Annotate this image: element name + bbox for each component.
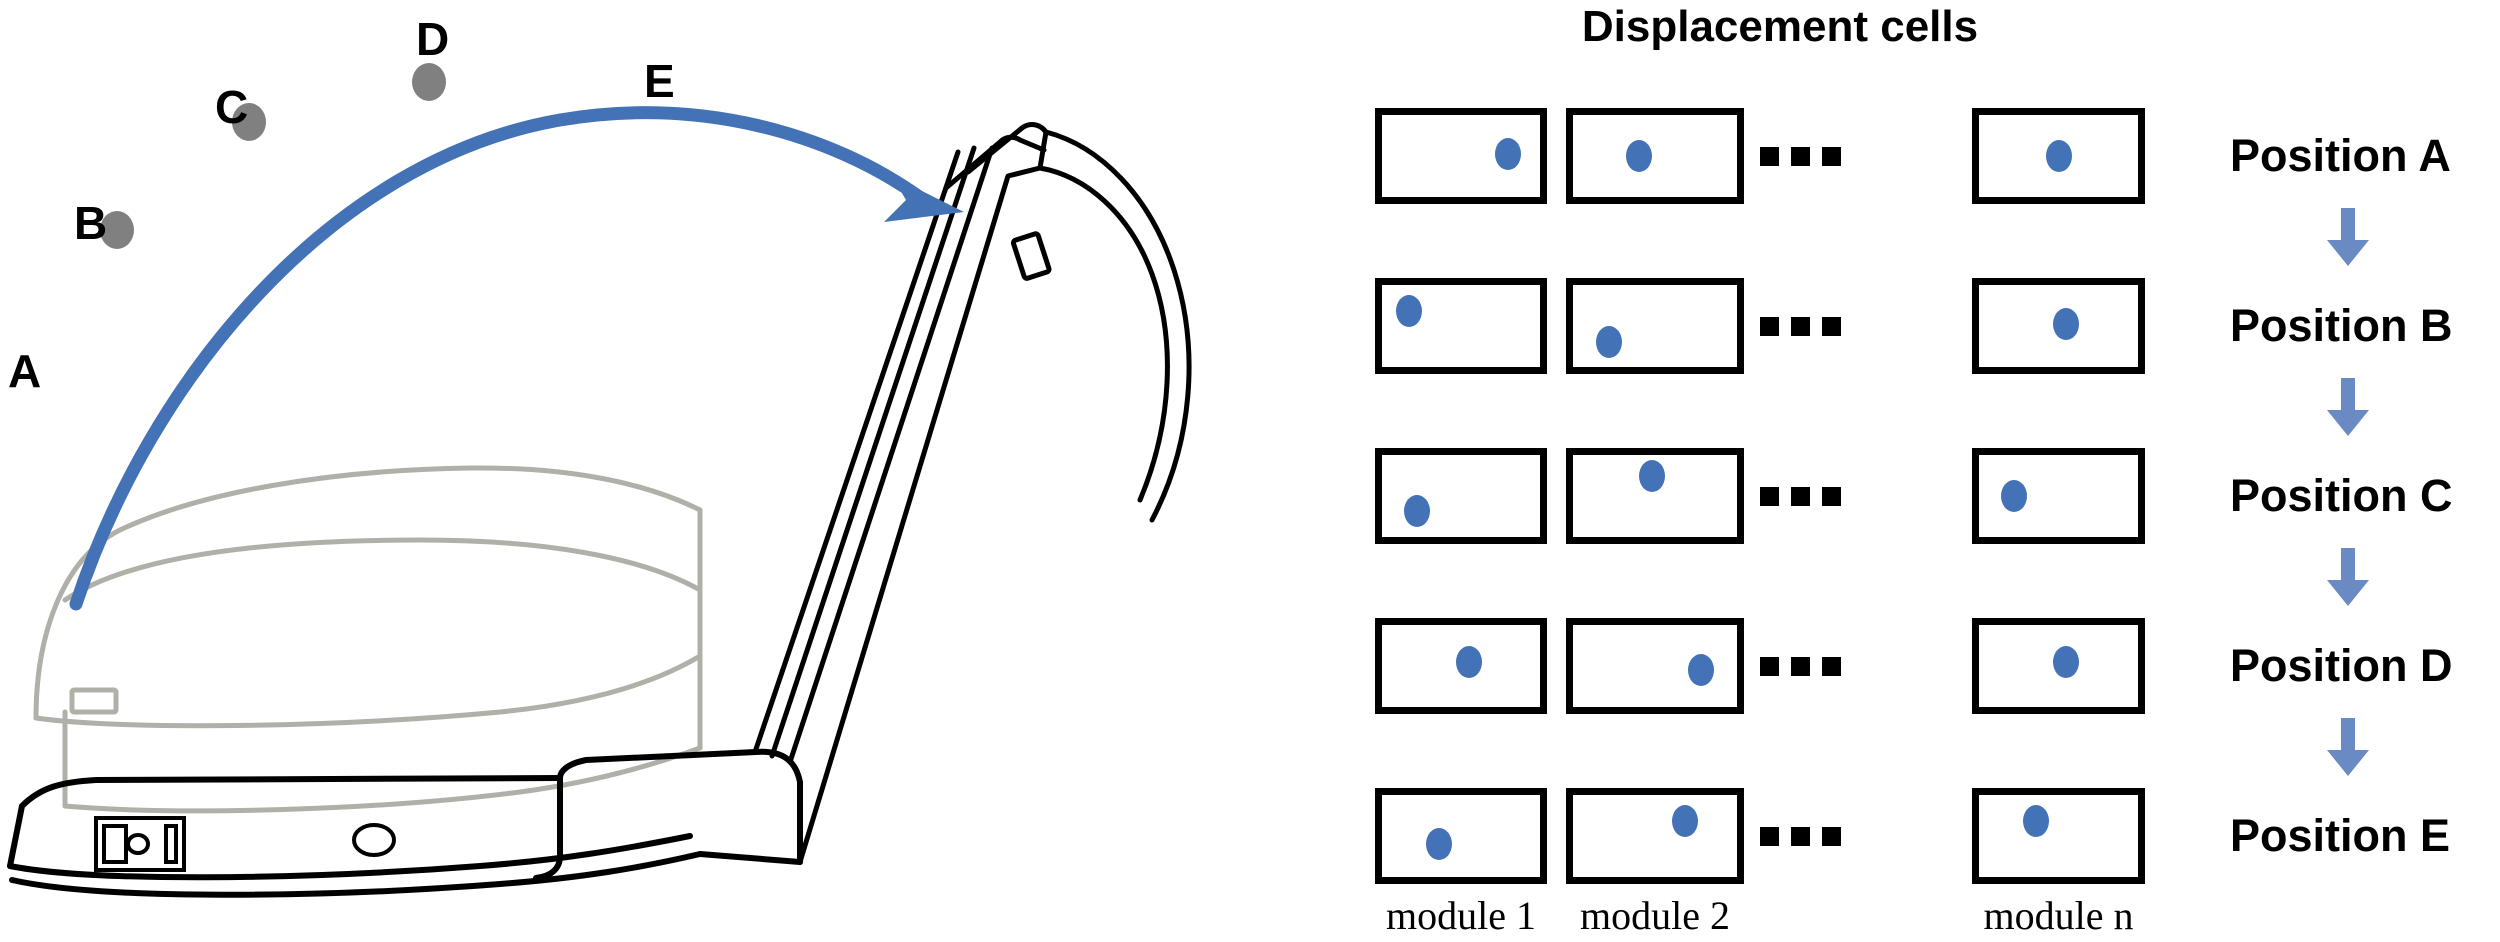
cell-box-module-2[interactable] [1566,788,1744,884]
marker-label-e: E [644,55,675,107]
ellipsis-icon [1760,487,1860,506]
flow-arrow-down-icon [2325,208,2371,268]
displacement-dot [2000,480,2027,512]
ellipsis-icon [1760,827,1860,846]
cell-box-module-n[interactable] [1972,108,2145,204]
flow-arrow-down-icon [2325,548,2371,608]
ellipsis-icon [1760,657,1860,676]
cell-box-module-1[interactable] [1375,618,1547,714]
stapler-base-details [94,816,396,872]
cell-box-module-1[interactable] [1375,278,1547,374]
cell-row-position-c: Position C [1330,448,2500,544]
cell-box-module-2[interactable] [1566,618,1744,714]
cell-row-position-d: Position D [1330,618,2500,714]
stapler-motion-diagram: A B C D E [7,13,1192,898]
marker-label-c: C [215,81,249,133]
cell-box-module-n[interactable] [1972,278,2145,374]
cell-row-position-e: Position E [1330,788,2500,884]
arc-position-markers [100,63,446,249]
cell-box-module-n[interactable] [1972,788,2145,884]
module-caption-2: module 2 [1580,893,1730,938]
cell-box-module-n[interactable] [1972,618,2145,714]
displacement-dot [1425,828,1452,861]
module-caption-1: module 1 [1386,893,1536,938]
position-label-a: Position A [2230,130,2451,181]
position-label-b: Position B [2230,300,2453,351]
marker-label-d: D [416,13,450,65]
stapler-illustration [7,63,1192,898]
displacement-dot [1495,137,1522,170]
displacement-dot [1687,654,1714,687]
cell-box-module-1[interactable] [1375,448,1547,544]
displacement-dot [2045,140,2072,172]
marker-dot-C [232,103,266,141]
position-label-d: Position D [2230,640,2453,691]
displacement-dot [1625,140,1652,172]
cell-box-module-n[interactable] [1972,448,2145,544]
marker-label-a: A [8,345,42,397]
ellipsis-icon [1760,317,1860,336]
displacement-dot [1455,645,1482,678]
cell-row-position-a: Position A [1330,108,2500,204]
position-label-c: Position C [2230,470,2453,521]
cell-box-module-2[interactable] [1566,278,1744,374]
displacement-dot [2053,645,2080,678]
cell-box-module-2[interactable] [1566,108,1744,204]
cell-box-module-1[interactable] [1375,788,1547,884]
displacement-dot [2023,805,2050,838]
stapler-base-outline [7,748,803,898]
flow-arrow-down-icon [2325,378,2371,438]
displacement-dot [1638,459,1665,492]
displacement-dot [1403,494,1430,527]
motion-arc [69,106,964,611]
displacement-dot [1596,326,1623,359]
marker-dot-D [412,63,446,101]
displacement-dot [1395,295,1422,328]
displacement-cells-panel: Displacement cells Position A [1330,0,2500,942]
displacement-cells-title: Displacement cells [1581,2,1979,51]
marker-label-b: B [74,197,108,249]
displacement-dot [2053,308,2080,341]
module-caption-n: module n [1983,893,2134,938]
marker-dot-B [100,211,134,249]
ellipsis-icon [1760,147,1860,166]
cell-box-module-2[interactable] [1566,448,1744,544]
position-label-e: Position E [2230,810,2451,861]
cell-box-module-1[interactable] [1375,108,1547,204]
stapler-lid-outline [752,122,1192,865]
stapler-ghost-outline [33,465,703,814]
flow-arrow-down-icon [2325,718,2371,778]
cell-row-position-b: Position B [1330,278,2500,374]
displacement-dot [1671,805,1698,838]
